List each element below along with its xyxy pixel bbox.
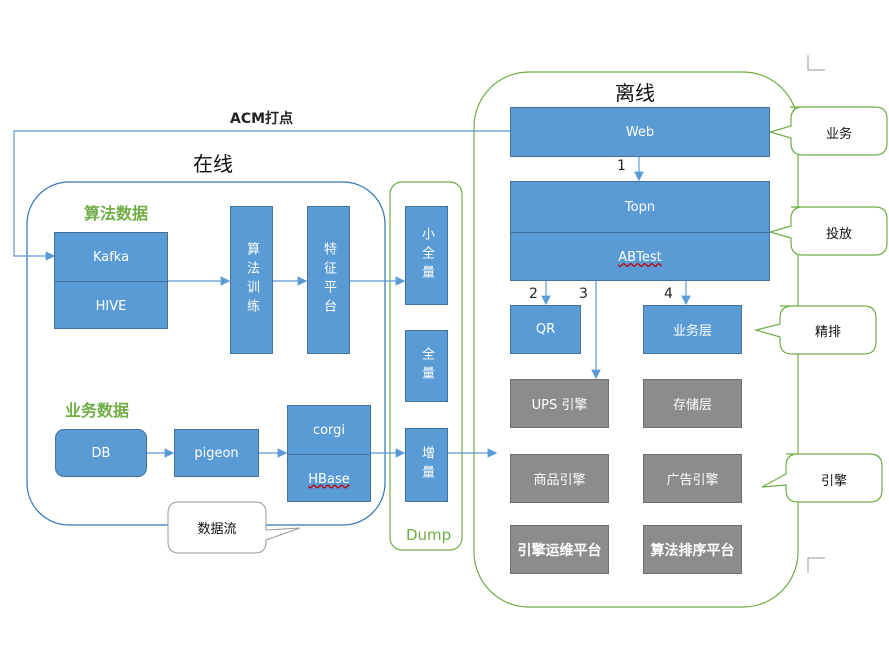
kafka-label: Kafka bbox=[92, 249, 130, 265]
hbase-label: HBase bbox=[308, 471, 350, 487]
callout-business-text: 业务 bbox=[825, 127, 852, 142]
callout-fine-rank bbox=[753, 305, 877, 355]
callout-business bbox=[767, 106, 888, 156]
dump-container bbox=[389, 181, 463, 551]
algo-ranking-label: 算法排序平台 bbox=[650, 542, 735, 559]
dump-small-full-box: 小全量 bbox=[405, 206, 448, 305]
arrow-acm bbox=[13, 130, 510, 261]
corgi-hbase-box: corgi HBase bbox=[287, 405, 371, 502]
online-title: 在线 bbox=[193, 152, 233, 176]
callout-delivery-text: 投放 bbox=[825, 227, 852, 242]
dump-full-box: 全量 bbox=[405, 330, 448, 402]
ups-engine-label: UPS 引擎 bbox=[531, 398, 588, 413]
qr-label: QR bbox=[535, 322, 556, 337]
algo-data-title: 算法数据 bbox=[84, 204, 149, 223]
acm-label: ACM打点 bbox=[230, 111, 294, 127]
dump-label: Dump bbox=[406, 526, 452, 544]
biz-layer-label: 业务层 bbox=[672, 324, 712, 339]
biz-layer-box: 业务层 bbox=[643, 305, 742, 354]
ad-engine-box: 广告引擎 bbox=[643, 454, 742, 503]
hive-label: HIVE bbox=[95, 298, 127, 314]
dump-small-full-label: 小全量 bbox=[419, 227, 434, 284]
callout-engine-text: 引擎 bbox=[820, 474, 847, 489]
callout-fine-rank-text: 精排 bbox=[814, 325, 841, 340]
feature-platform-label: 特征平台 bbox=[321, 242, 336, 318]
algo-ranking-box: 算法排序平台 bbox=[643, 525, 742, 574]
corgi-hbase-divider bbox=[288, 454, 370, 455]
step-3: 3 bbox=[579, 286, 588, 302]
algo-train-label: 算法训练 bbox=[244, 242, 259, 318]
topn-abtest-box: Topn ABTest bbox=[510, 181, 770, 281]
pigeon-label: pigeon bbox=[194, 445, 239, 461]
engine-ops-box: 引擎运维平台 bbox=[510, 525, 609, 574]
kafka-hive-box: Kafka HIVE bbox=[54, 232, 168, 329]
step-1: 1 bbox=[617, 158, 626, 174]
web-label: Web bbox=[625, 124, 655, 140]
engine-ops-label: 引擎运维平台 bbox=[517, 542, 602, 559]
ad-engine-label: 广告引擎 bbox=[666, 473, 719, 488]
dump-incremental-box: 增量 bbox=[405, 428, 448, 502]
corgi-label: corgi bbox=[312, 422, 346, 438]
crop-mark-bottom bbox=[807, 557, 825, 573]
qr-box: QR bbox=[510, 305, 581, 354]
dump-incremental-label: 增量 bbox=[419, 446, 434, 484]
biz-data-title: 业务数据 bbox=[65, 401, 130, 420]
step-4: 4 bbox=[664, 286, 673, 302]
dump-full-label: 全量 bbox=[419, 347, 434, 385]
ups-engine-box: UPS 引擎 bbox=[510, 379, 609, 428]
db-label: DB bbox=[91, 445, 111, 461]
topn-abtest-divider bbox=[511, 232, 769, 233]
product-engine-box: 商品引擎 bbox=[510, 454, 609, 503]
pigeon-box: pigeon bbox=[174, 429, 259, 477]
crop-mark-top bbox=[807, 55, 825, 71]
product-engine-label: 商品引擎 bbox=[533, 473, 586, 488]
storage-layer-label: 存储层 bbox=[672, 398, 712, 413]
topn-label: Topn bbox=[624, 199, 656, 215]
storage-layer-box: 存储层 bbox=[643, 379, 742, 428]
db-box: DB bbox=[55, 429, 147, 477]
callout-dataflow bbox=[167, 501, 301, 554]
offline-title: 离线 bbox=[615, 81, 655, 105]
web-box: Web bbox=[510, 107, 770, 157]
abtest-label: ABTest bbox=[618, 250, 662, 265]
callout-delivery bbox=[767, 206, 888, 256]
callout-engine bbox=[761, 453, 883, 503]
callout-dataflow-text: 数据流 bbox=[197, 522, 237, 537]
kafka-hive-divider bbox=[55, 281, 167, 282]
feature-platform-box: 特征平台 bbox=[307, 206, 350, 354]
algo-train-box: 算法训练 bbox=[230, 206, 273, 354]
step-2: 2 bbox=[529, 286, 538, 302]
